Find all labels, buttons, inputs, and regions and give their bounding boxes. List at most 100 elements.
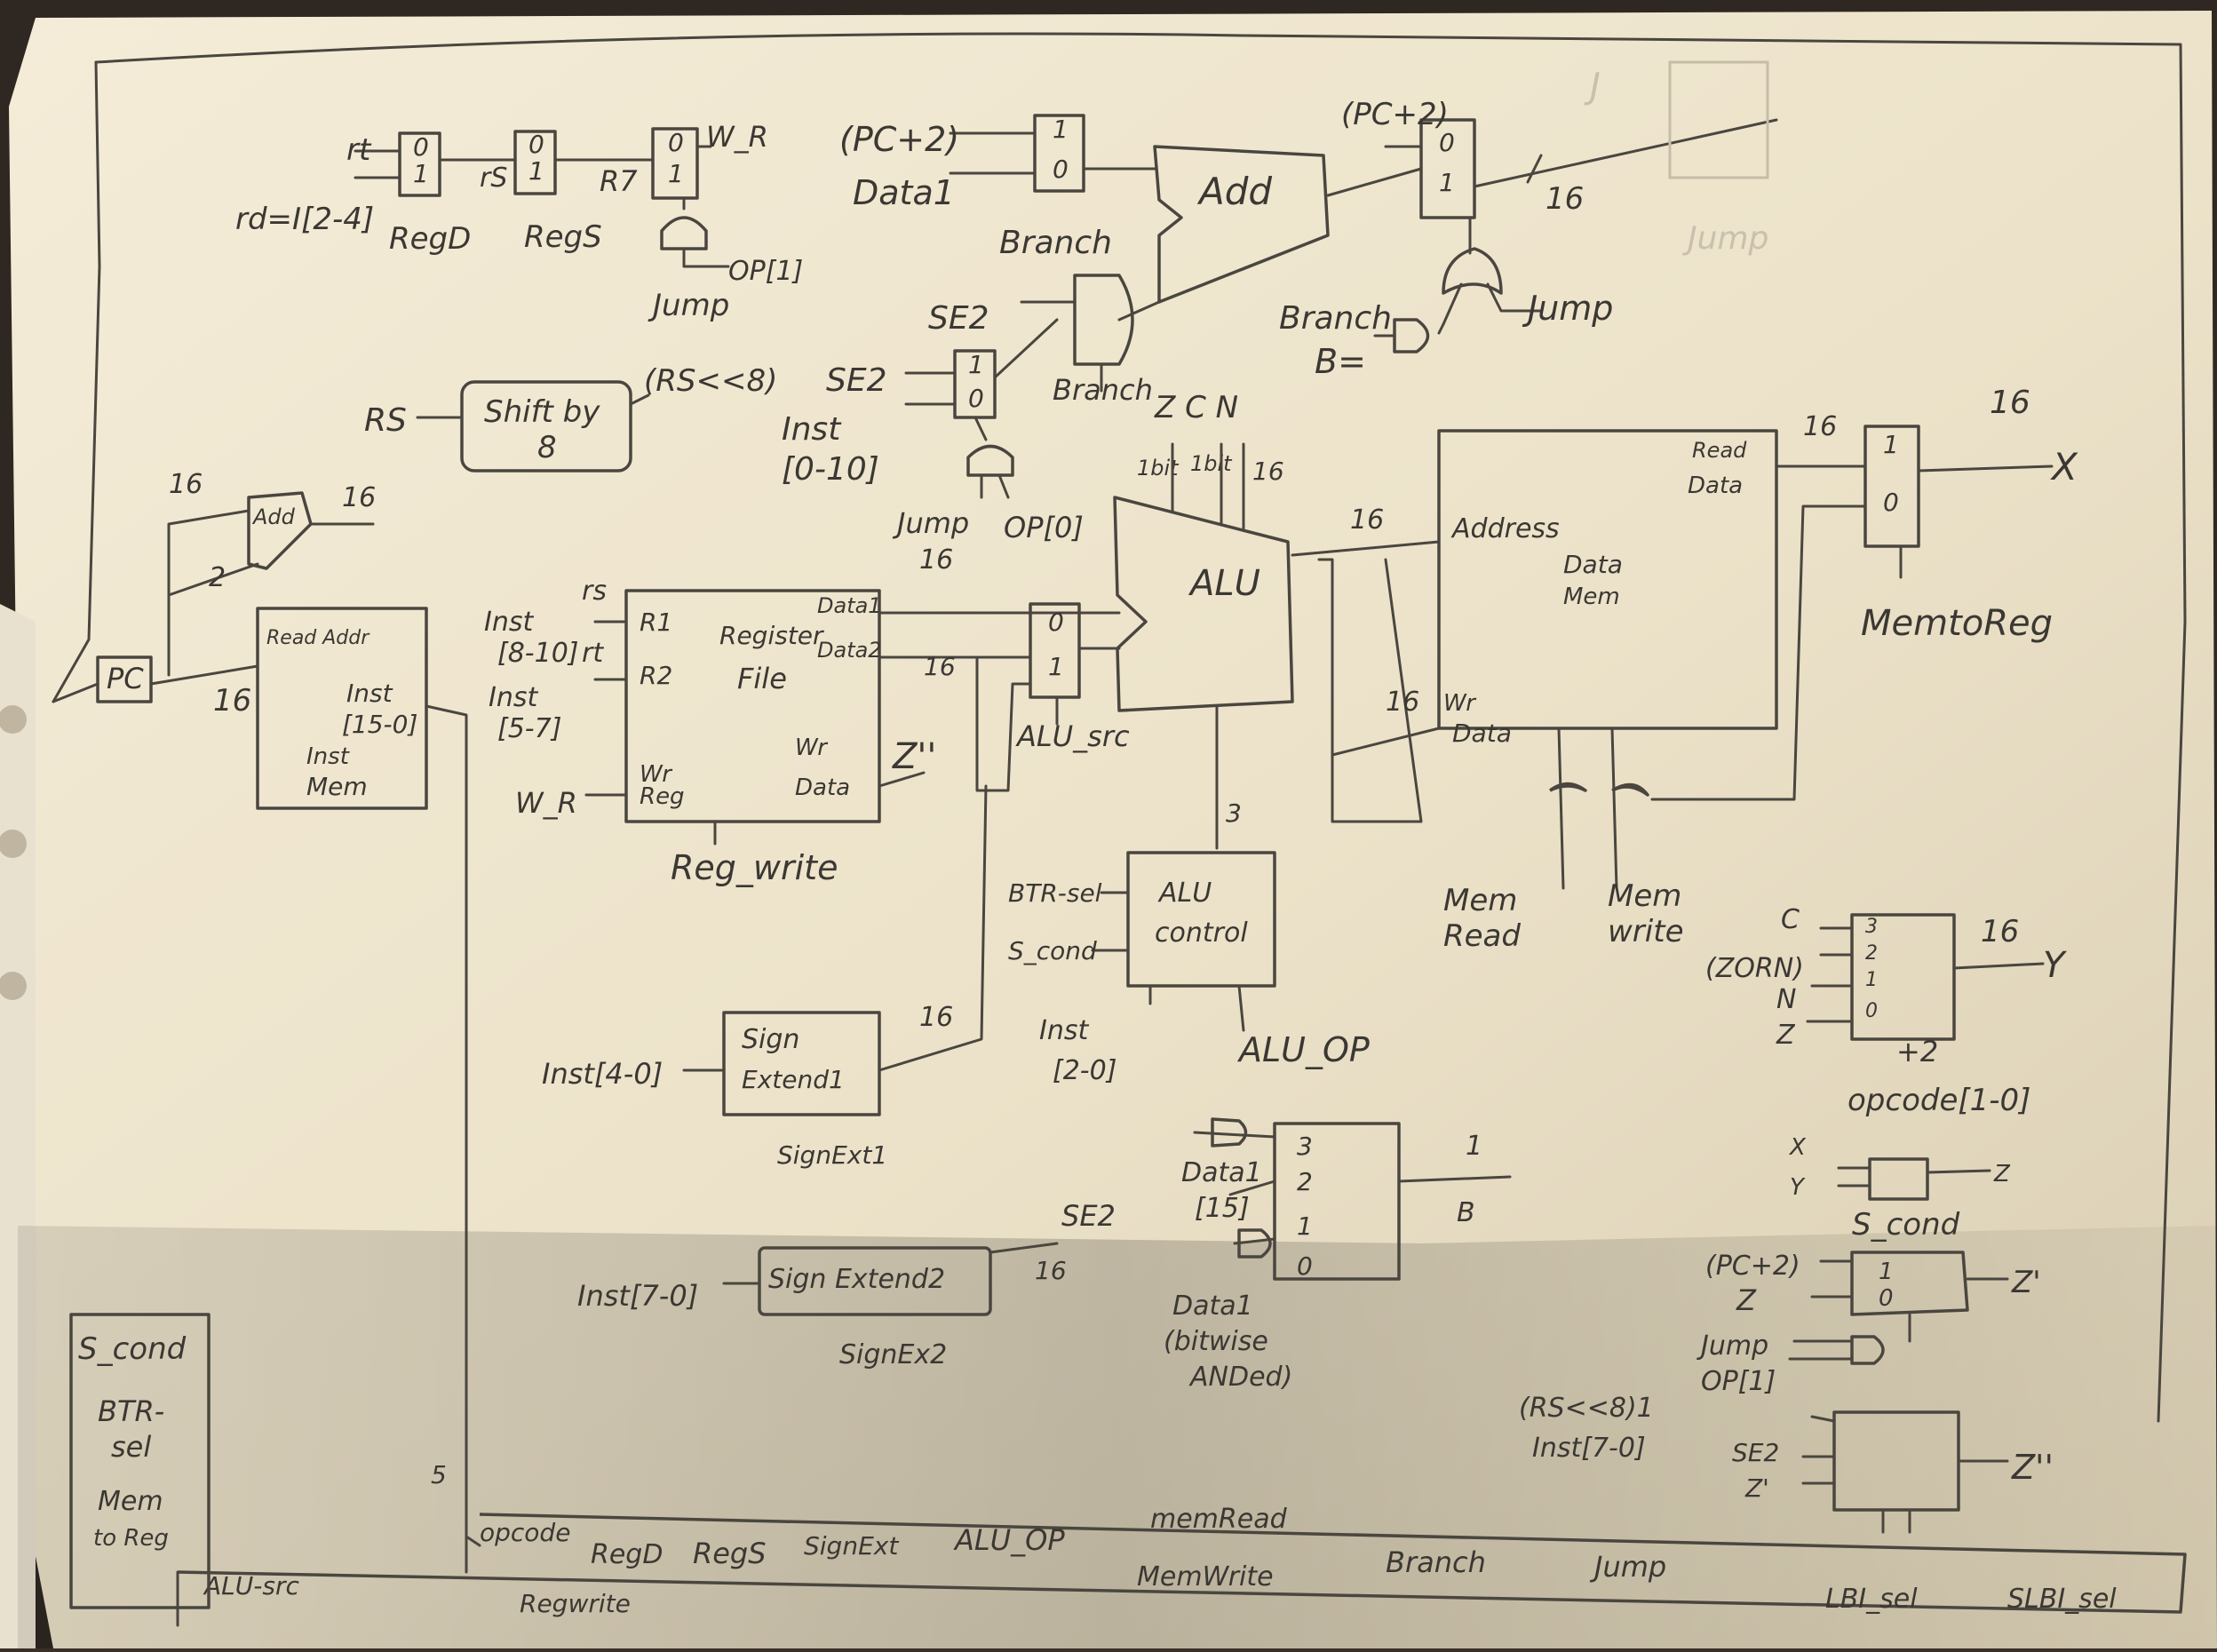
label: File bbox=[737, 662, 787, 695]
and-gate-op0 bbox=[966, 444, 1014, 477]
pc-adder bbox=[247, 491, 313, 570]
or-gate-jump bbox=[1442, 247, 1503, 295]
label: Sign bbox=[742, 1024, 799, 1055]
label: SE2 bbox=[1732, 1438, 1779, 1467]
y-mux bbox=[1850, 913, 1956, 1041]
z-prime-mux bbox=[1850, 1251, 1969, 1316]
label: opcode bbox=[480, 1518, 570, 1547]
label: Branch bbox=[1053, 373, 1153, 407]
label: Jump bbox=[1589, 1550, 1666, 1584]
label: C bbox=[1781, 904, 1800, 935]
branch-mux bbox=[1033, 114, 1085, 193]
alu-src-mux bbox=[1029, 602, 1081, 699]
label: Jump bbox=[1522, 289, 1613, 328]
label: Shift by bbox=[484, 394, 600, 430]
label: SignExt bbox=[804, 1531, 899, 1561]
label: Read Addr bbox=[266, 627, 370, 649]
branch-adder bbox=[1153, 145, 1330, 304]
label: 16 bbox=[169, 469, 203, 500]
label: 16 bbox=[1035, 1256, 1067, 1285]
svg-text:1: 1 bbox=[968, 350, 984, 379]
label: 16 bbox=[1990, 385, 2030, 421]
label: Inst[7-0] bbox=[1532, 1433, 1646, 1464]
label: X bbox=[1788, 1134, 1807, 1161]
label: 16 bbox=[213, 683, 251, 719]
label: Data bbox=[1563, 550, 1623, 579]
label: MemWrite bbox=[1137, 1561, 1274, 1592]
label: Read bbox=[1443, 918, 1521, 954]
label: 0 bbox=[1297, 1251, 1313, 1281]
label: 2 bbox=[209, 562, 226, 593]
label: Regwrite bbox=[520, 1589, 631, 1618]
label: Wr bbox=[795, 735, 829, 761]
label: Read bbox=[1692, 438, 1747, 463]
label: Wr bbox=[640, 761, 673, 788]
label: MemtoReg bbox=[1861, 603, 2053, 644]
label: SE2 bbox=[928, 300, 989, 337]
label: Inst bbox=[1039, 1015, 1089, 1046]
label: Jump bbox=[648, 288, 729, 323]
sign-extend-2 bbox=[758, 1246, 992, 1316]
label: ALU bbox=[1188, 563, 1260, 604]
svg-text:0: 0 bbox=[413, 132, 429, 162]
label: (RS<<8)1 bbox=[1519, 1393, 1654, 1424]
svg-text:0: 0 bbox=[668, 128, 684, 157]
label: memRead bbox=[1150, 1504, 1288, 1535]
label: Z' bbox=[1744, 1473, 1769, 1503]
b-mux bbox=[1273, 1122, 1401, 1281]
label: PC bbox=[107, 662, 144, 695]
jump-mux bbox=[1419, 118, 1476, 219]
label: (RS<<8) bbox=[644, 363, 777, 399]
label: S_cond bbox=[1852, 1207, 1960, 1243]
label: Inst bbox=[489, 682, 538, 713]
label: Jump bbox=[892, 506, 969, 540]
label: +2 bbox=[1896, 1035, 1938, 1068]
label: [15-0] bbox=[342, 710, 417, 739]
label: (bitwise bbox=[1164, 1326, 1268, 1357]
label: Inst[4-0] bbox=[542, 1057, 663, 1091]
label: 8 bbox=[537, 430, 557, 465]
label: RegD bbox=[389, 221, 471, 257]
label: Reg bbox=[640, 783, 685, 810]
label: 2 bbox=[1297, 1167, 1313, 1196]
svg-text:1: 1 bbox=[528, 156, 544, 186]
shift-by-8 bbox=[460, 380, 632, 473]
notes-box bbox=[69, 1313, 211, 1609]
label: Data1 bbox=[853, 173, 955, 212]
label: to Reg bbox=[93, 1525, 169, 1552]
label: OP[1] bbox=[728, 256, 803, 287]
label: Extend1 bbox=[742, 1065, 845, 1094]
label: Y bbox=[1790, 1174, 1806, 1201]
label: rt bbox=[582, 638, 604, 669]
label: Add bbox=[1196, 170, 1272, 213]
label: SignExt1 bbox=[777, 1140, 887, 1170]
control-unit bbox=[177, 1513, 2187, 1614]
label: SLBI_sel bbox=[2007, 1584, 2117, 1615]
label: 16 bbox=[1546, 181, 1584, 217]
label: (PC+2) bbox=[1705, 1251, 1800, 1282]
data-mem bbox=[1437, 429, 1778, 730]
svg-text:0: 0 bbox=[528, 130, 544, 159]
label: [5-7] bbox=[497, 713, 561, 744]
label: 3 bbox=[1297, 1132, 1313, 1161]
se2-mux-branch bbox=[1073, 274, 1134, 366]
label: OP[1] bbox=[1701, 1366, 1776, 1397]
svg-text:1: 1 bbox=[1439, 168, 1455, 197]
label: SE2 bbox=[1061, 1199, 1116, 1233]
label: Z bbox=[1736, 1283, 1757, 1317]
label: Branch bbox=[1279, 300, 1392, 337]
svg-text:1: 1 bbox=[668, 159, 684, 188]
label: Sign Extend2 bbox=[768, 1264, 945, 1295]
label: 16 bbox=[919, 1002, 953, 1033]
label: ANDed) bbox=[1188, 1362, 1292, 1393]
label: Inst bbox=[782, 411, 842, 448]
alu bbox=[1113, 496, 1294, 712]
label: Branch bbox=[1386, 1545, 1486, 1579]
label: control bbox=[1155, 917, 1248, 949]
and-gate-zp bbox=[1850, 1335, 1885, 1365]
label: Mem bbox=[98, 1486, 163, 1517]
label: Data1 bbox=[1172, 1291, 1253, 1322]
alu-control bbox=[1126, 851, 1276, 988]
